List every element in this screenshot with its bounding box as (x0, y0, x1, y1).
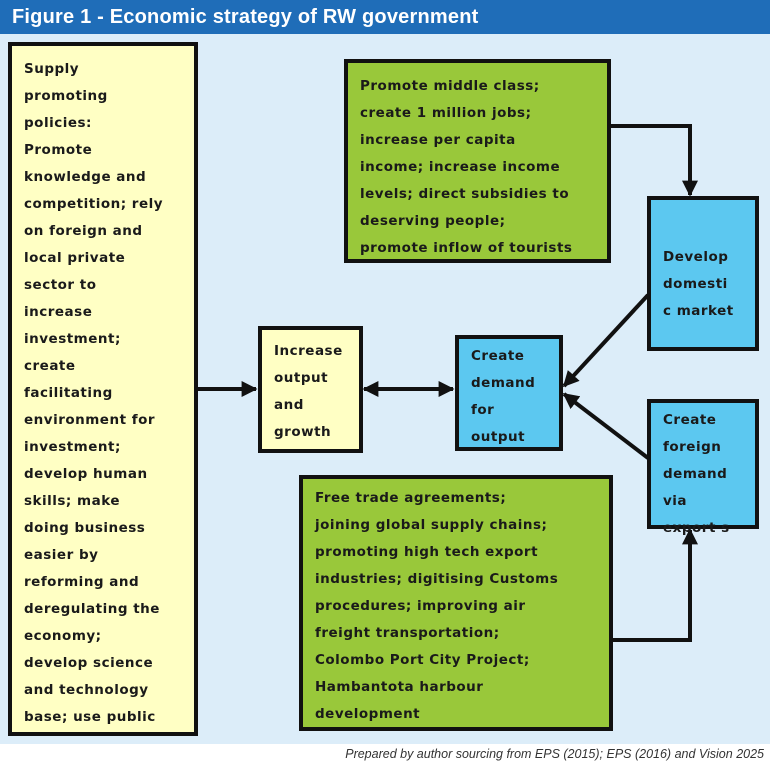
arrow-domestic-to-demand (562, 293, 650, 388)
middle-class-box: Promote middle class; create 1 million j… (344, 59, 611, 263)
arrow-foreign-to-demand (562, 392, 650, 460)
increase-output-box: Increase output and growth (258, 326, 363, 453)
figure-title: Figure 1 - Economic strategy of RW gover… (0, 0, 770, 34)
foreign-demand-box: Create foreign demand via export s (647, 399, 759, 536)
trade-policies-box: Free trade agreements; joining global su… (299, 475, 613, 731)
arrow-middle-class-to-domestic (610, 124, 698, 197)
domestic-market-box: Develop domesti c market (647, 196, 759, 351)
source-note: Prepared by author sourcing from EPS (20… (345, 747, 764, 761)
arrow-trade-to-foreign (612, 528, 698, 642)
source-footer: Prepared by author sourcing from EPS (20… (0, 744, 770, 768)
create-demand-box: Create demand for output (455, 335, 563, 451)
supply-policies-box: Supply promoting policies: Promote knowl… (8, 42, 198, 736)
